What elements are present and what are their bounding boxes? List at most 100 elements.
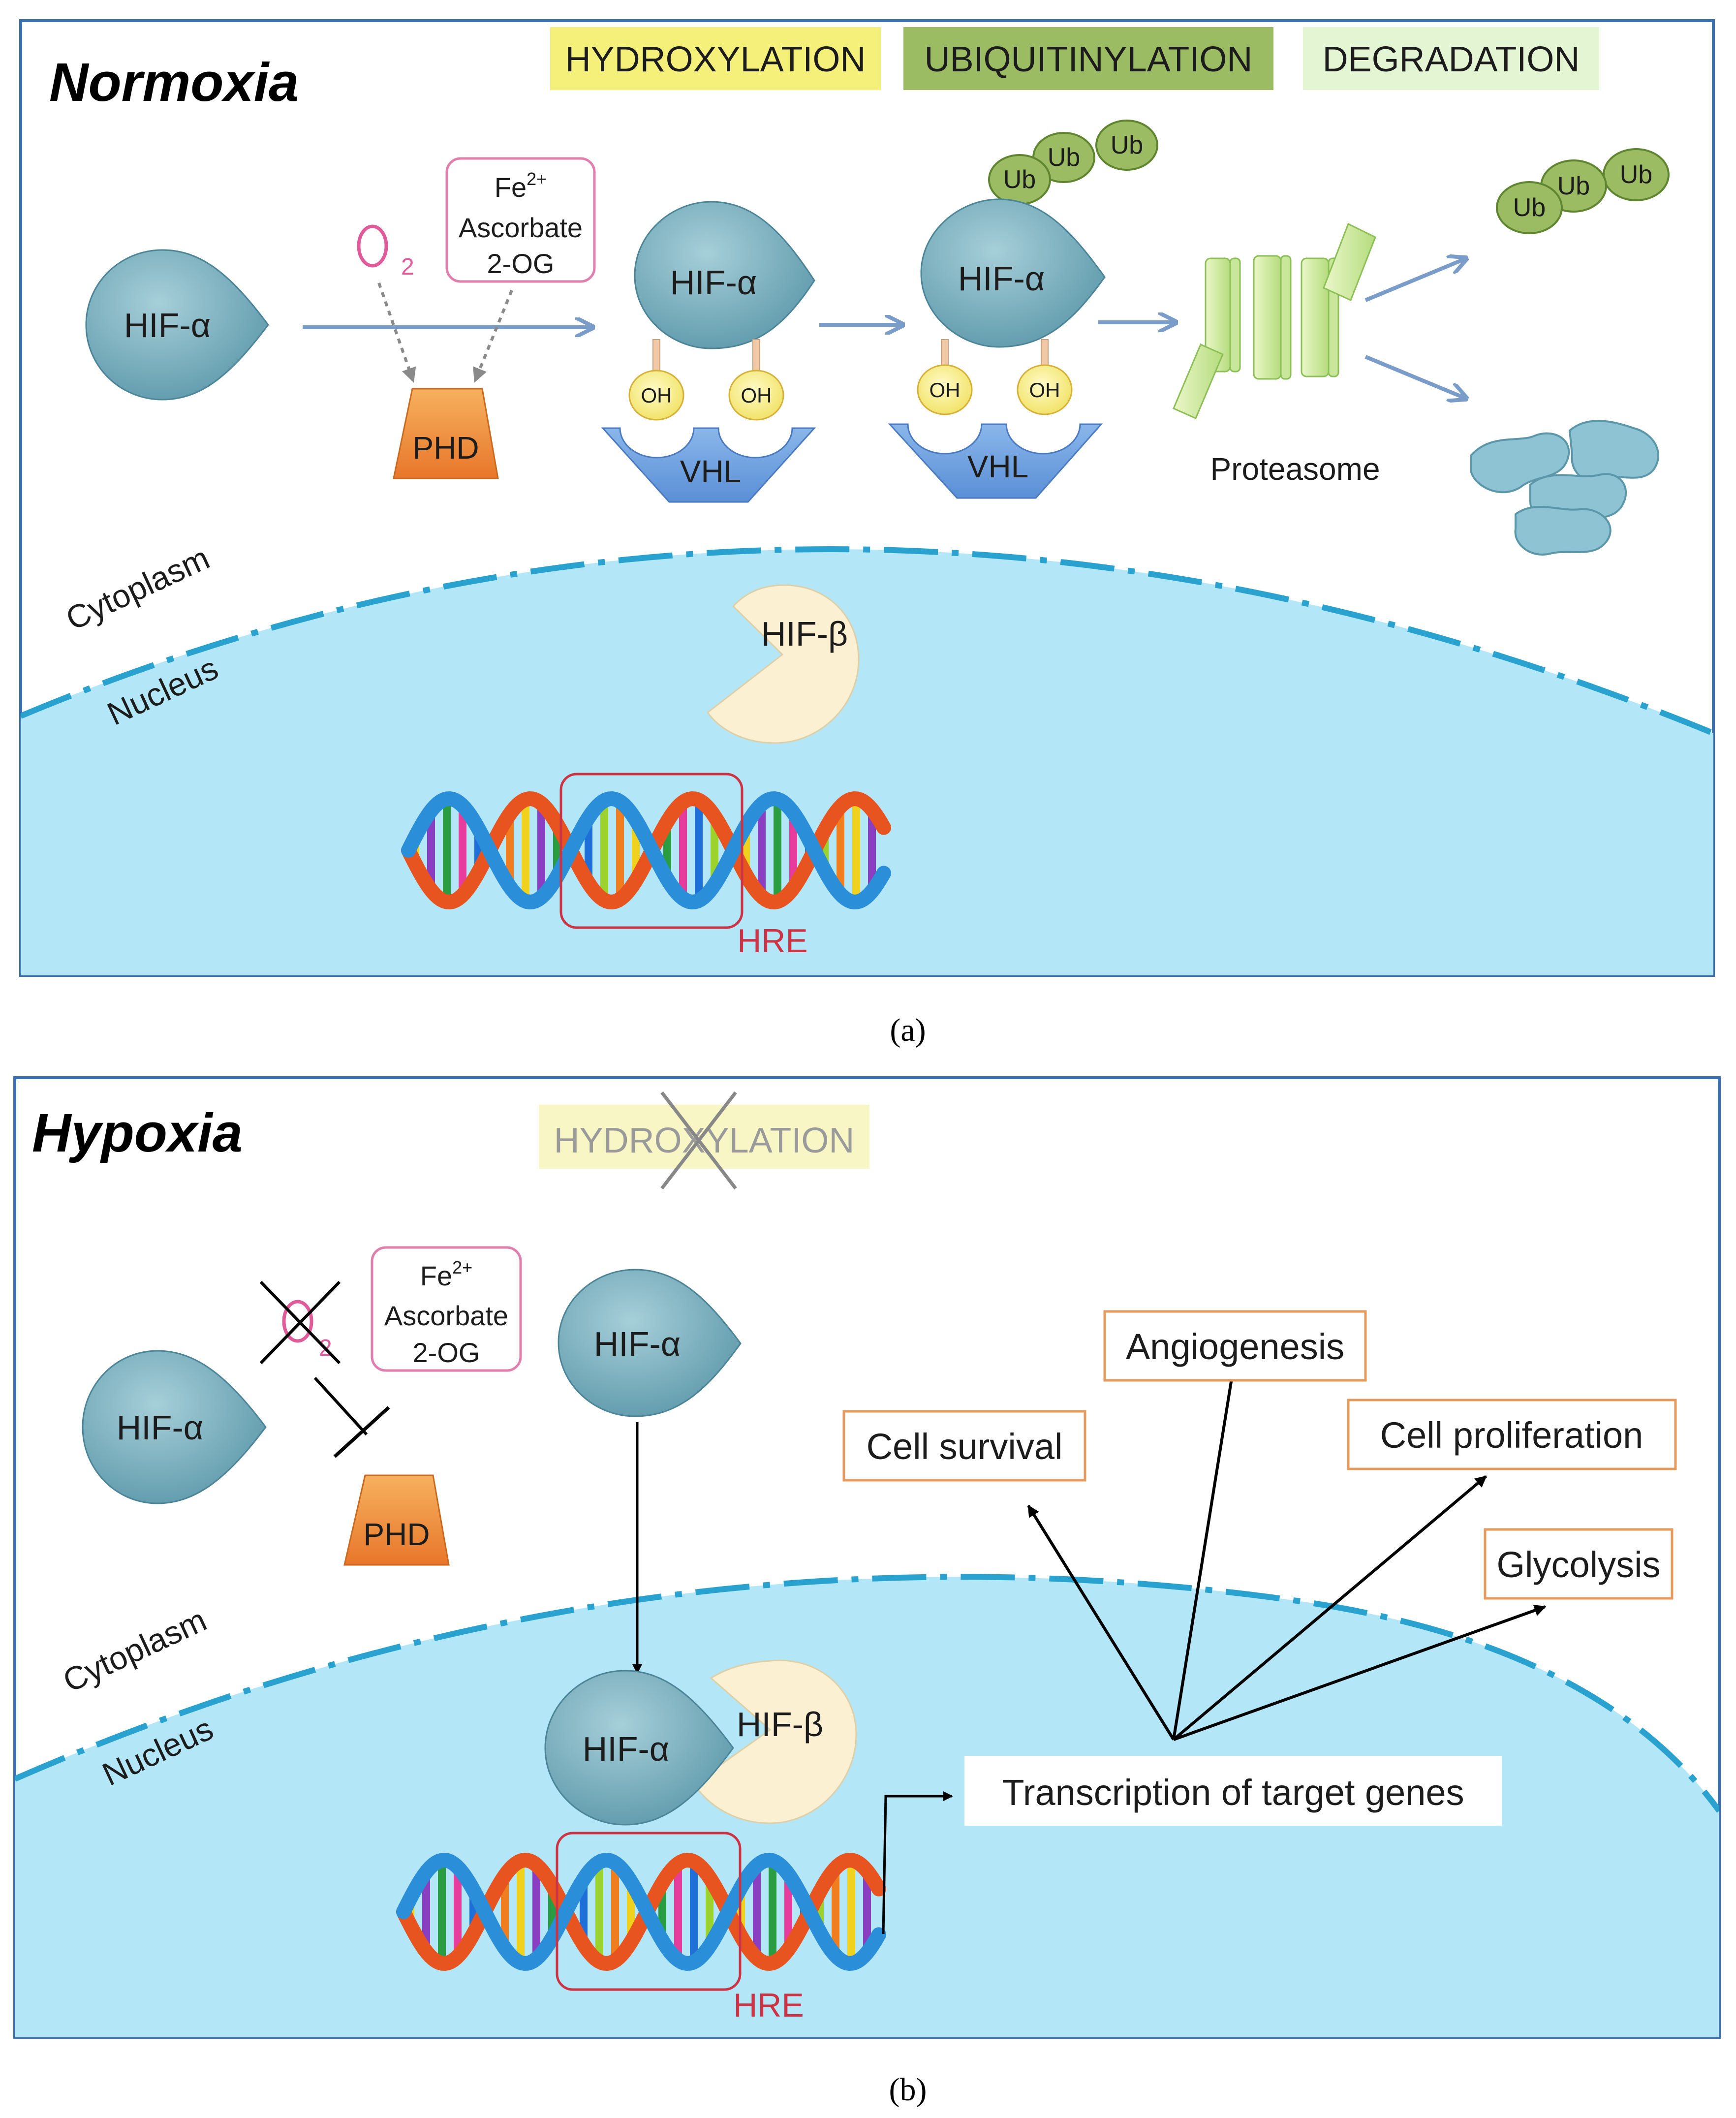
hre-box — [559, 773, 744, 929]
hif-alpha-icon — [82, 1350, 267, 1504]
hif-alpha-hydroxylated-label: HIF-α — [670, 263, 757, 302]
dna-base-pair — [611, 1863, 619, 1961]
inhibition-bar — [333, 1406, 390, 1458]
dna-base-pair — [427, 810, 435, 890]
dna-base-pair — [832, 1868, 839, 1956]
dna-base-pair — [695, 800, 703, 901]
ubiquitin-icon — [1095, 120, 1158, 171]
dna-base-pair — [454, 1867, 462, 1957]
dna-base-pair — [769, 1861, 776, 1963]
phd-enzyme-icon — [343, 1474, 450, 1566]
vhl-label: VHL — [680, 454, 742, 489]
hydroxyl-icon — [917, 364, 973, 415]
arrow-to-transcription — [882, 1791, 953, 1934]
panel-title: Hypoxia — [32, 1103, 243, 1163]
hydroxyl-label: OH — [741, 384, 772, 407]
cofactor-fe: Fe2+ — [495, 169, 547, 203]
outcome-angiogenesis-label: Angiogenesis — [1126, 1326, 1344, 1367]
arrow-to-ub-recycle — [1364, 258, 1466, 302]
oxygen-icon — [357, 224, 388, 268]
hif-alpha-stable-label: HIF-α — [594, 1325, 681, 1363]
hif-alpha-hydroxylated-icon — [634, 201, 815, 349]
ubiquitin-label: Ub — [1620, 160, 1652, 189]
transcription-label: Transcription of target genes — [1002, 1772, 1464, 1813]
dna-base-pair — [522, 799, 529, 902]
cross-icon — [259, 1280, 341, 1365]
dna-base-pair — [753, 1866, 761, 1958]
panel-title: Normoxia — [49, 52, 299, 113]
dna-base-pair — [847, 1860, 855, 1963]
cofactor-ascorbate: Ascorbate — [459, 212, 583, 243]
hif-alpha-ubiquitinylated-icon — [920, 198, 1106, 348]
ubiquitin-label: Ub — [1513, 193, 1546, 222]
cross-icon — [660, 1091, 737, 1190]
dna-base-pair — [501, 1875, 509, 1948]
outcome-angiogenesis — [1103, 1310, 1367, 1382]
ubiquitin-icon — [1496, 181, 1563, 234]
dna-strand — [401, 791, 891, 910]
vhl-icon — [601, 427, 816, 503]
outcome-glycolysis-label: Glycolysis — [1496, 1544, 1660, 1585]
phd-label: PHD — [412, 430, 479, 466]
caption-b: (b) — [889, 2072, 927, 2108]
dna-base-pair — [532, 1865, 540, 1959]
dna-helix-icon — [401, 791, 891, 910]
step-hydroxylation — [550, 27, 881, 90]
dna-base-pair — [517, 1861, 525, 1963]
dna-base-pair — [837, 807, 844, 894]
ubiquitin-label: Ub — [1003, 165, 1036, 194]
dna-base-pair — [758, 804, 766, 897]
dna-base-pair — [600, 800, 608, 901]
arrow-to-glycolysis — [1173, 1604, 1547, 1741]
step-hydroxylation-blocked-label: HYDROXYLATION — [554, 1121, 855, 1160]
hif-alpha-stable-icon — [558, 1269, 742, 1417]
hif-alpha-nuclear-label: HIF-α — [583, 1730, 670, 1768]
dotted-arrow-cofactors — [473, 289, 513, 383]
outcome-cell-survival-label: Cell survival — [867, 1426, 1063, 1467]
outcome-cell-proliferation — [1347, 1399, 1677, 1470]
step-ubiquitinylation — [903, 27, 1273, 90]
hif-alpha-label: HIF-α — [117, 1408, 204, 1447]
vhl-label: VHL — [967, 449, 1029, 484]
dna-base-pair — [868, 809, 876, 892]
dna-base-pair — [438, 1860, 446, 1963]
step-degradation-label: DEGRADATION — [1323, 40, 1580, 79]
step-degradation — [1303, 27, 1599, 90]
panel-b-hypoxia: Hypoxia HYDROXYLATION HIF-α 2 Fe2+ Ascor… — [13, 1076, 1721, 2039]
hydroxyl-icon — [1017, 364, 1073, 415]
cofactor-fe: Fe2+ — [420, 1257, 472, 1291]
arrow-to-cell-survival — [1027, 1504, 1175, 1741]
outcome-cell-proliferation-label: Cell proliferation — [1380, 1415, 1643, 1456]
outcome-glycolysis — [1484, 1528, 1674, 1600]
dna-base-pair — [616, 801, 624, 900]
cofactors-box — [445, 157, 596, 283]
dotted-arrow-o2 — [377, 282, 416, 383]
nuclear-membrane — [15, 1574, 1719, 1813]
inhibition-line — [313, 1376, 368, 1436]
dna-base-pair — [537, 803, 545, 898]
o2-subscript: 2 — [401, 254, 414, 280]
step-hydroxylation-label: HYDROXYLATION — [565, 40, 866, 79]
hre-box — [556, 1832, 742, 1991]
hif-alpha-icon — [85, 249, 269, 401]
arrow-to-cell-proliferation — [1173, 1475, 1487, 1741]
outcome-cell-survival — [842, 1410, 1086, 1482]
ubiquitin-label: Ub — [1111, 131, 1143, 159]
step-hydroxylation-blocked — [539, 1105, 869, 1169]
hydroxyl-label: OH — [1029, 378, 1060, 402]
cofactors-box — [371, 1246, 522, 1372]
panel-a-normoxia: Normoxia HYDROXYLATION UBIQUITINYLATION … — [19, 19, 1715, 977]
dna-base-pair — [863, 1870, 871, 1953]
transcription-box — [964, 1756, 1502, 1826]
hif-alpha-label: HIF-α — [124, 306, 211, 344]
hydroxyl-icon — [728, 370, 784, 421]
proteasome-icon — [1173, 222, 1376, 419]
dna-base-pair — [595, 1862, 603, 1962]
hif-beta-icon — [706, 584, 860, 744]
oxygen-icon — [282, 1300, 313, 1343]
dna-base-pair — [422, 1872, 430, 1952]
dna-helix-icon — [396, 1852, 886, 1971]
proteasome-label: Proteasome — [1210, 451, 1380, 487]
arrow-to-angiogenesis — [1172, 1356, 1240, 1740]
arrow-to-peptides — [1364, 355, 1466, 399]
